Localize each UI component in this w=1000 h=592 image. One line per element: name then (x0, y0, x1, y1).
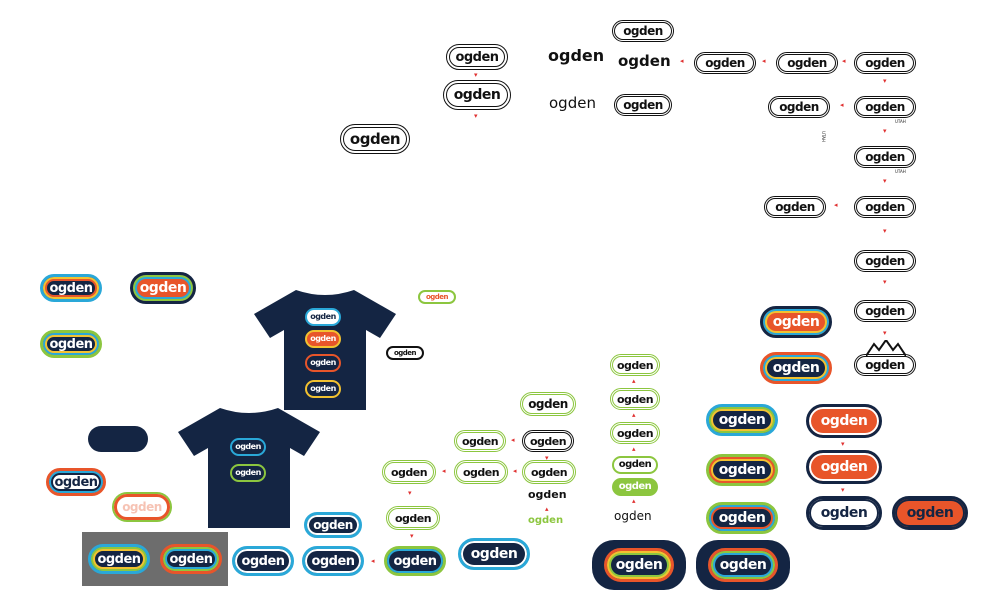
logo-green-outline: ogden (522, 460, 576, 484)
logo-black-outline: ogden (854, 250, 916, 272)
logo-on-shirt: ogden (305, 308, 341, 326)
logo-green-outline: ogden (382, 460, 436, 484)
logo-black-outline-mountain: ogden (854, 354, 916, 376)
logo-green-outline: ogden (454, 460, 508, 484)
logo-black-outline: ogden (854, 196, 916, 218)
logo-black-outline: ogden (443, 80, 511, 110)
arrow-down: ▾ (841, 440, 845, 448)
utah-tag-vertical: UTAH (820, 131, 826, 142)
logo-rainbow-navy: ogden (760, 352, 832, 384)
logo-green-outline: ogden (610, 422, 660, 444)
logo-plain-bold: ogden (548, 46, 605, 65)
blank-navy-pill (88, 426, 148, 452)
utah-tag: UTAH (895, 119, 906, 124)
arrow-left: ◂ (840, 101, 844, 109)
logo-rainbow-white: ogden (46, 468, 106, 496)
logo-plain-black: ogden (614, 509, 652, 523)
logo-black-outline: ogden (614, 94, 672, 116)
logo-black-outline: ogden (776, 52, 838, 74)
logo-navy-blue: ogden (232, 546, 294, 576)
logo-orange-navy: ogden (806, 404, 882, 438)
logo-navy-blue: ogden (458, 538, 530, 570)
arrow-left: ◂ (371, 557, 375, 565)
arrow-down: ▾ (410, 532, 414, 540)
logo-plain-green: ogden (528, 488, 567, 501)
logo-small-outline: ogden (418, 290, 456, 304)
logo-plain-bold: ogden (618, 52, 671, 70)
arrow-down: ▾ (545, 454, 549, 462)
arrow-down: ▾ (883, 177, 887, 185)
logo-rainbow-navy: ogden (706, 404, 778, 436)
logo-black-outline: ogden (340, 124, 410, 154)
logo-black-outline: ogden (694, 52, 756, 74)
arrow-up: ▴ (632, 497, 636, 505)
logo-plain-thin: ogden (549, 94, 596, 112)
logo-rainbow-navy: ogden (40, 330, 102, 358)
arrow-down: ▾ (883, 329, 887, 337)
logo-rainbow-navy: ogden (604, 548, 674, 582)
logo-on-shirt: ogden (230, 464, 266, 482)
arrow-left: ◂ (762, 57, 766, 65)
arrow-left: ◂ (834, 201, 838, 209)
logo-rainbow-orange: ogden (760, 306, 832, 338)
arrow-down: ▾ (474, 71, 478, 79)
arrow-left: ◂ (513, 467, 517, 475)
logo-green-outline: ogden (520, 392, 576, 416)
logo-on-shirt: ogden (305, 354, 341, 372)
logo-rainbow-navy: ogden (706, 454, 778, 486)
logo-green-filled: ogden (612, 478, 658, 496)
logo-navy-blue: ogden (384, 546, 446, 576)
arrow-left: ◂ (842, 57, 846, 65)
logo-white-navy: ogden (806, 496, 882, 530)
logo-rainbow-navy: ogden (706, 502, 778, 534)
logo-black-outline: ogden (768, 96, 830, 118)
logo-black-outline-utah: ogden (854, 146, 916, 168)
arrow-left: ◂ (442, 467, 446, 475)
arrow-down: ▾ (883, 278, 887, 286)
logo-plain-green: ogden (528, 515, 564, 526)
arrow-up: ▴ (632, 411, 636, 419)
logo-rainbow-on-gray: ogden (88, 544, 150, 574)
arrow-up: ▴ (632, 377, 636, 385)
logo-green-outline: ogden (612, 456, 658, 474)
logo-black-outline: ogden (522, 430, 574, 452)
logo-navy-blue: ogden (304, 512, 362, 538)
utah-tag: UTAH (895, 169, 906, 174)
logo-black-outline: ogden (446, 44, 508, 70)
logo-outline-colored: ogden (114, 494, 170, 520)
arrow-down: ▾ (474, 112, 478, 120)
arrow-up: ▴ (545, 505, 549, 513)
logo-on-shirt: ogden (305, 380, 341, 398)
logo-rainbow-on-gray: ogden (160, 544, 222, 574)
logo-orange-navy: ogden (806, 450, 882, 484)
logo-black-outline: ogden (764, 196, 826, 218)
logo-small-black: ogden (386, 346, 424, 360)
arrow-down: ▾ (883, 127, 887, 135)
arrow-left: ◂ (680, 57, 684, 65)
logo-navy-blue: ogden (302, 546, 364, 576)
logo-black-outline: ogden (612, 20, 674, 42)
logo-rainbow-orange: ogden (130, 272, 196, 304)
logo-green-outline: ogden (610, 388, 660, 410)
logo-rainbow-navy: ogden (40, 274, 102, 302)
logo-orange-navy: ogden (892, 496, 968, 530)
arrow-up: ▴ (632, 445, 636, 453)
arrow-down: ▾ (883, 77, 887, 85)
arrow-down: ▾ (408, 489, 412, 497)
arrow-left: ◂ (511, 436, 515, 444)
logo-on-shirt: ogden (305, 330, 341, 348)
logo-rainbow-navy: ogden (708, 548, 778, 582)
logo-black-outline-utah: ogden (854, 96, 916, 118)
arrow-down: ▾ (841, 486, 845, 494)
arrow-down: ▾ (883, 227, 887, 235)
logo-green-outline: ogden (610, 354, 660, 376)
tshirt-mockup (254, 290, 396, 410)
logo-on-shirt: ogden (230, 438, 266, 456)
logo-black-outline: ogden (854, 52, 916, 74)
logo-green-outline: ogden (454, 430, 506, 452)
mountain-icon (866, 340, 906, 356)
logo-black-outline: ogden (854, 300, 916, 322)
logo-green-outline: ogden (386, 506, 440, 530)
